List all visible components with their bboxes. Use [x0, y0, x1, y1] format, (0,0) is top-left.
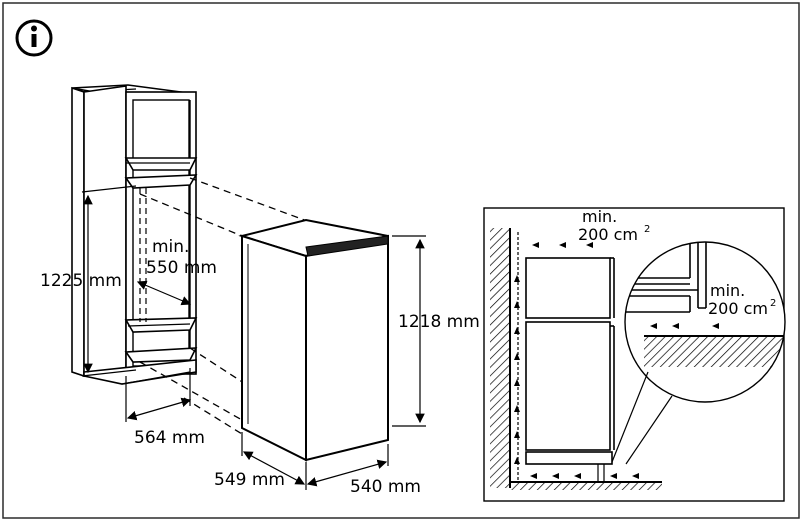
cabinet-depth-dimension	[125, 368, 192, 422]
ventilation-top-label-line1: min.	[582, 207, 617, 226]
projection-lines	[139, 177, 311, 435]
cabinet-opening-label-line1: min.	[152, 237, 189, 257]
cabinet-opening-label-line2: 550 mm	[146, 258, 217, 278]
floor-hatch	[510, 482, 662, 490]
appliance-height-label: 1218 mm	[398, 312, 480, 332]
ventilation-detail-label-sup: 2	[770, 298, 776, 309]
appliance-drawing	[238, 218, 389, 462]
airflow-arrows-up	[514, 275, 520, 464]
appliance-depth-label: 549 mm	[214, 470, 285, 490]
airflow-arrows-bottom	[530, 473, 639, 479]
detail-circle	[624, 241, 786, 403]
cabinet-opening-dimension	[136, 280, 192, 306]
fridge-side-view	[517, 232, 615, 482]
cabinet-drawing	[71, 84, 198, 385]
ventilation-detail-label-line2: 200 cm	[708, 299, 768, 318]
appliance-height-dimension	[392, 235, 426, 427]
ventilation-top-label-line2: 200 cm	[578, 225, 638, 244]
info-icon	[15, 19, 53, 57]
ventilation-detail-label-line1: min.	[710, 281, 745, 300]
appliance-width-label: 540 mm	[350, 477, 421, 497]
cabinet-depth-label: 564 mm	[134, 428, 205, 448]
cabinet-height-label: 1225 mm	[40, 271, 122, 291]
detail-arrows	[650, 323, 719, 329]
ventilation-top-label-sup: 2	[644, 224, 650, 235]
cabinet-height-dimension	[81, 185, 137, 377]
detail-pointer	[611, 371, 673, 465]
appliance-base-dimensions	[241, 432, 389, 490]
wall-hatch	[490, 228, 510, 488]
airflow-arrows-top	[532, 242, 593, 248]
